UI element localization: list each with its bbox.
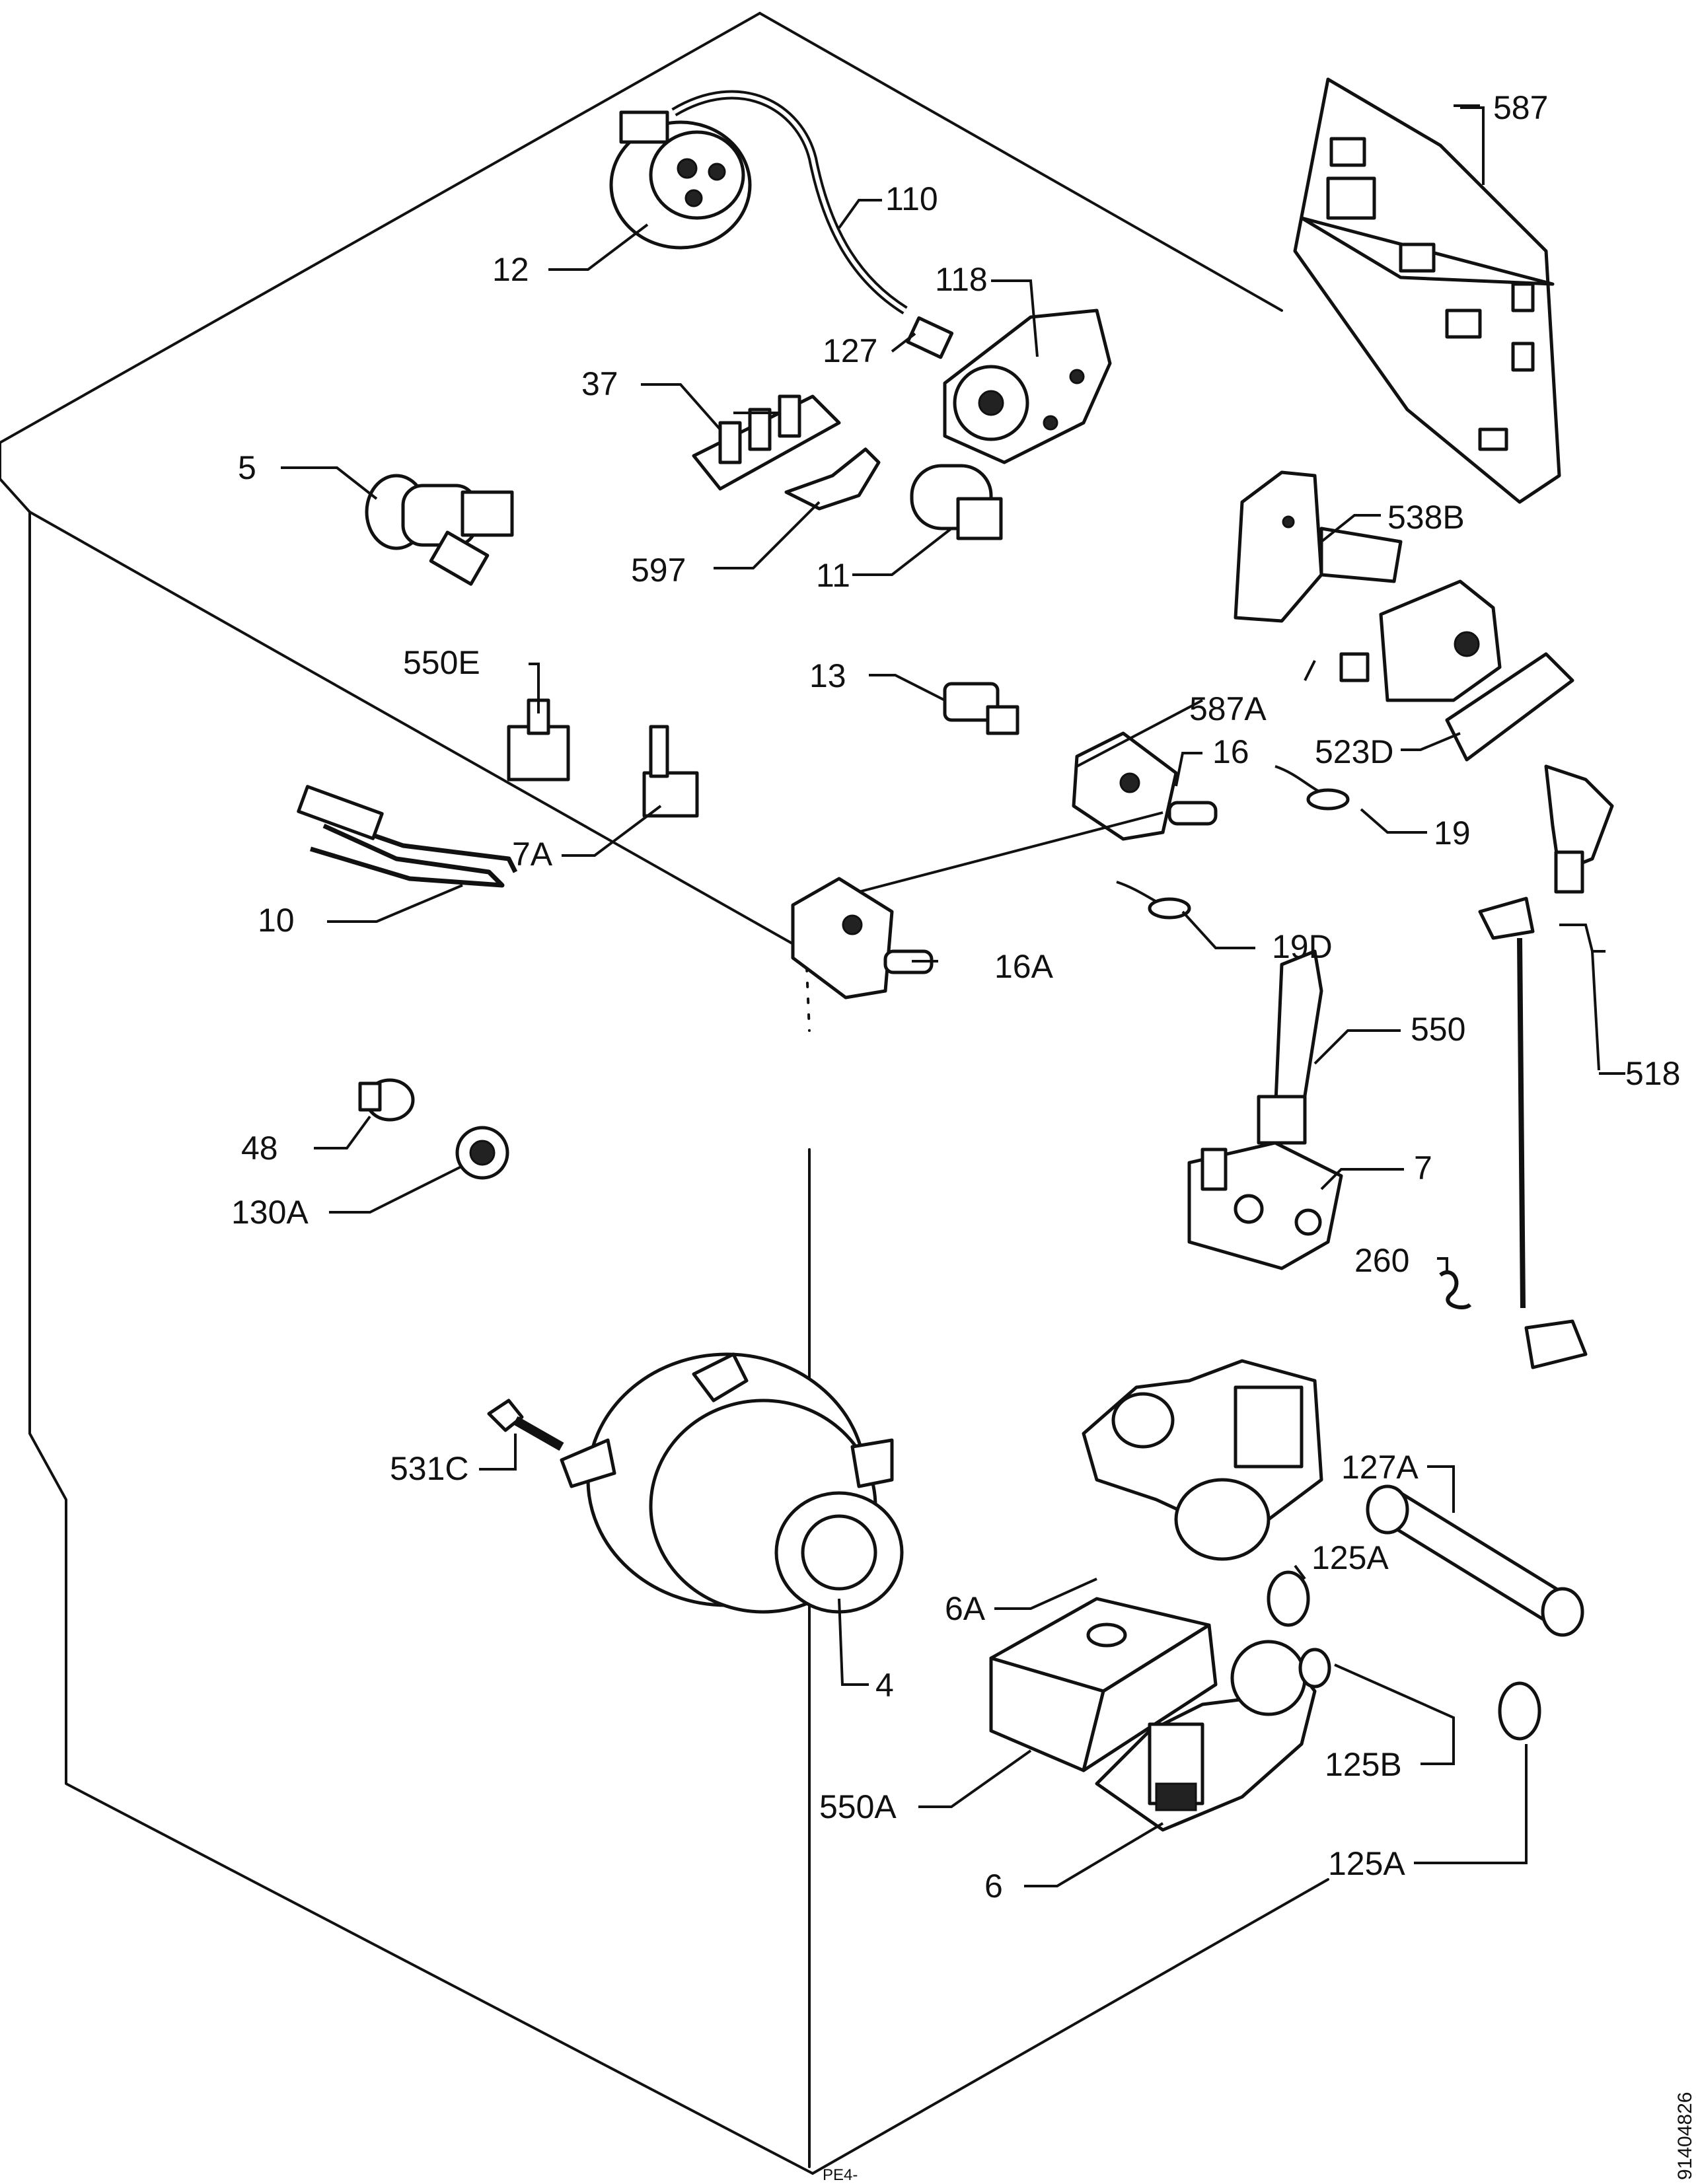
label-37: 37 <box>581 365 618 402</box>
level-sensor-part-550 <box>1257 949 1323 1145</box>
label-130a: 130A <box>231 1194 309 1231</box>
sensor-part-19d <box>1116 881 1191 920</box>
label-7a: 7A <box>512 836 553 873</box>
label-4: 4 <box>875 1667 894 1704</box>
door-lock-rod-part-518 <box>1478 764 1614 1369</box>
door-interlock-part-523d <box>1339 579 1574 762</box>
valve-part-5 <box>365 474 514 586</box>
electronic-board-part-587 <box>1293 77 1561 504</box>
label-6a: 6A <box>945 1590 986 1627</box>
spring-part-260 <box>1439 1270 1472 1309</box>
label-127a: 127A <box>1341 1449 1419 1486</box>
switch-part-16a <box>791 877 934 1000</box>
label-523d: 523D <box>1315 733 1394 770</box>
label-118: 118 <box>935 261 988 298</box>
callout-labels: 12 110 118 127 37 5 597 11 587 538B 550E… <box>231 89 1680 1905</box>
label-550: 550 <box>1411 1011 1465 1048</box>
label-127: 127 <box>823 332 877 369</box>
label-16a: 16A <box>994 948 1054 985</box>
bracket-part-538b <box>1234 470 1403 623</box>
pump-filter-part-130a <box>455 1126 509 1180</box>
label-110: 110 <box>885 180 938 217</box>
timer-part-118 <box>943 309 1112 464</box>
seal-part-125a-lower <box>1498 1681 1541 1741</box>
label-12: 12 <box>492 251 529 288</box>
thermostat-part-7 <box>1187 1141 1343 1270</box>
label-19d: 19D <box>1272 928 1333 965</box>
label-597: 597 <box>631 552 686 589</box>
heating-element-part-10 <box>297 785 518 888</box>
motor-part-4 <box>560 1352 904 1614</box>
hose-part-127a <box>1366 1484 1584 1637</box>
label-7: 7 <box>1414 1149 1432 1186</box>
switch-part-16 <box>1072 731 1218 841</box>
sensor-part-19 <box>1274 765 1350 811</box>
label-538b: 538B <box>1387 499 1465 536</box>
pressure-switch-part-12 <box>609 110 752 250</box>
label-531c: 531C <box>390 1450 469 1487</box>
cover-part-550a <box>989 1597 1218 1772</box>
label-6: 6 <box>984 1868 1003 1905</box>
clip-part-597 <box>784 447 881 511</box>
label-550a: 550A <box>819 1788 897 1825</box>
cabinet-outline <box>0 12 1329 2175</box>
label-5: 5 <box>238 449 256 486</box>
connector-part-127 <box>906 316 954 359</box>
capacitor-part-11 <box>910 464 1003 540</box>
thermostat-part-7a <box>642 725 699 818</box>
label-48: 48 <box>241 1130 278 1167</box>
label-260: 260 <box>1354 1242 1409 1279</box>
document-code: 91404826 <box>1674 2092 1696 2180</box>
screw-part-531c <box>487 1399 564 1451</box>
label-550e: 550E <box>403 644 480 681</box>
pump-body-part-6a <box>1082 1359 1323 1561</box>
label-125a-upper: 125A <box>1311 1539 1389 1576</box>
label-125a-lower: 125A <box>1328 1845 1405 1882</box>
seal-part-125a-upper <box>1267 1570 1310 1627</box>
label-125b: 125B <box>1325 1746 1402 1783</box>
label-13: 13 <box>809 657 846 694</box>
label-19: 19 <box>1434 815 1471 852</box>
seal-part-125b <box>1298 1648 1331 1689</box>
label-518: 518 <box>1625 1055 1680 1092</box>
label-16: 16 <box>1212 733 1249 770</box>
label-11: 11 <box>816 557 850 594</box>
label-10: 10 <box>258 902 295 939</box>
sensor-part-550e <box>507 698 570 782</box>
terminal-block-part-37 <box>692 394 841 491</box>
label-587a: 587A <box>1189 690 1267 727</box>
connector-part-13 <box>943 682 1019 735</box>
sketch-note: PE4- <box>823 2166 858 2184</box>
label-587: 587 <box>1493 89 1548 126</box>
knob-part-48 <box>358 1078 415 1122</box>
leader-lines <box>281 104 1625 1887</box>
